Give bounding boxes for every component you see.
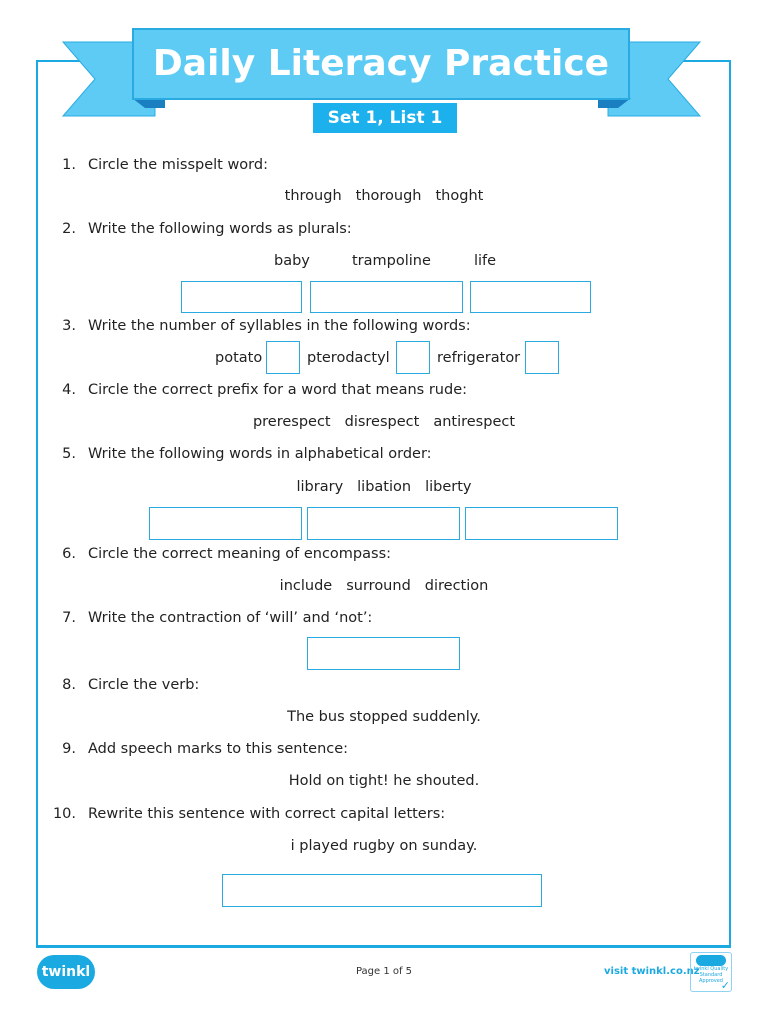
word: baby <box>274 253 310 269</box>
word[interactable]: direction <box>424 578 489 594</box>
question-number: 6. <box>62 546 76 562</box>
question-text: Circle the correct prefix for a word tha… <box>88 382 467 398</box>
twinkl-logo: twinkl <box>37 955 95 989</box>
sentence: The bus stopped suddenly. <box>287 709 481 725</box>
word: potato <box>215 350 263 366</box>
word-choices: prerespect disrespect antirespect <box>0 413 768 431</box>
question-text: Rewrite this sentence with correct capit… <box>88 806 446 822</box>
word[interactable]: disrespect <box>344 414 420 430</box>
sentence: i played rugby on sunday. <box>290 838 478 854</box>
word: library <box>296 479 344 495</box>
footer-divider <box>36 945 731 948</box>
question-number: 10. <box>52 806 76 822</box>
page-title: Daily Literacy Practice <box>132 28 630 100</box>
page-number: Page 1 of 5 <box>355 966 413 977</box>
quality-badge: twinkl Quality Standard Approved ✓ <box>690 952 732 992</box>
word[interactable]: include <box>279 578 333 594</box>
word-choices: through thorough thoght <box>0 187 768 205</box>
answer-box[interactable] <box>310 281 463 313</box>
word: liberty <box>425 479 472 495</box>
word[interactable]: surround <box>346 578 411 594</box>
question-number: 7. <box>62 610 76 626</box>
question-text: Write the following words in alphabetica… <box>88 446 432 462</box>
answer-box[interactable] <box>396 341 430 374</box>
word: pterodactyl <box>307 350 390 366</box>
question-text: Write the number of syllables in the fol… <box>88 318 471 334</box>
answer-box[interactable] <box>149 507 302 540</box>
badge-text: twinkl Quality Standard Approved <box>693 966 729 984</box>
question-text: Circle the verb: <box>88 677 200 693</box>
word: life <box>474 253 497 269</box>
question-number: 8. <box>62 677 76 693</box>
question-text: Write the following words as plurals: <box>88 221 352 237</box>
question-text: Circle the correct meaning of encompass: <box>88 546 392 562</box>
question-number: 5. <box>62 446 76 462</box>
word: libation <box>357 479 412 495</box>
question-number: 4. <box>62 382 76 398</box>
question-text: Circle the misspelt word: <box>88 157 268 173</box>
word: refrigerator <box>437 350 521 366</box>
word: trampoline <box>352 253 431 269</box>
question-number: 2. <box>62 221 76 237</box>
question-text: Write the contraction of ‘will’ and ‘not… <box>88 610 373 626</box>
answer-box[interactable] <box>465 507 618 540</box>
word[interactable]: thorough <box>355 188 422 204</box>
checkmark-icon: ✓ <box>720 979 730 992</box>
word[interactable]: antirespect <box>433 414 516 430</box>
word[interactable]: thoght <box>435 188 484 204</box>
answer-box[interactable] <box>266 341 300 374</box>
answer-box[interactable] <box>470 281 591 313</box>
question-number: 1. <box>62 157 76 173</box>
website-link[interactable]: visit twinkl.co.nz <box>604 966 700 977</box>
frame-left <box>36 60 38 947</box>
question-text: Add speech marks to this sentence: <box>88 741 349 757</box>
word-list: library libation liberty <box>0 478 768 496</box>
word[interactable]: through <box>284 188 342 204</box>
word-choices: include surround direction <box>0 577 768 595</box>
frame-right <box>729 60 731 947</box>
answer-box[interactable] <box>307 507 460 540</box>
question-number: 9. <box>62 741 76 757</box>
set-label: Set 1, List 1 <box>313 103 457 133</box>
answer-box[interactable] <box>525 341 559 374</box>
question-number: 3. <box>62 318 76 334</box>
word[interactable]: prerespect <box>252 414 331 430</box>
sentence: Hold on tight! he shouted. <box>288 773 480 789</box>
answer-box[interactable] <box>222 874 542 907</box>
answer-box[interactable] <box>181 281 302 313</box>
answer-box[interactable] <box>307 637 460 670</box>
